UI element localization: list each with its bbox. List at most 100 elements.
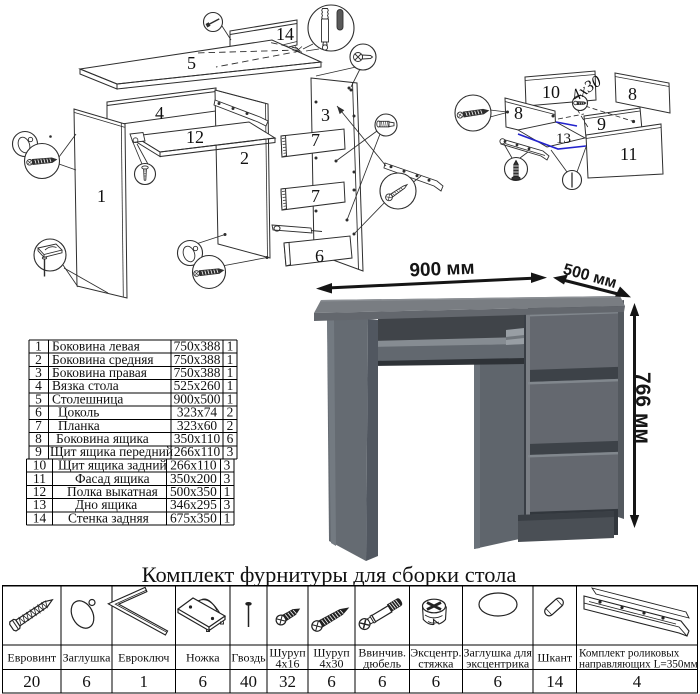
svg-text:12: 12	[186, 127, 204, 147]
svg-text:3: 3	[224, 458, 231, 473]
svg-text:12: 12	[33, 484, 46, 499]
svg-text:500х350: 500х350	[170, 484, 217, 499]
svg-text:3: 3	[224, 497, 231, 512]
svg-text:6: 6	[82, 672, 91, 691]
svg-text:Комплект роликовых: Комплект роликовых	[579, 648, 680, 660]
svg-text:350х200: 350х200	[170, 471, 217, 486]
svg-text:2: 2	[227, 418, 234, 433]
svg-text:2: 2	[227, 405, 234, 420]
svg-text:Полка выкатная: Полка выкатная	[67, 484, 158, 499]
svg-text:525х260: 525х260	[174, 378, 221, 393]
svg-text:Шкант: Шкант	[537, 651, 573, 665]
svg-text:1: 1	[224, 484, 231, 499]
svg-text:1: 1	[224, 510, 231, 525]
svg-text:Боковина средняя: Боковина средняя	[52, 352, 154, 367]
svg-text:6: 6	[378, 672, 387, 691]
svg-text:Гвоздь: Гвоздь	[231, 651, 266, 665]
svg-text:2: 2	[240, 148, 249, 168]
svg-text:32: 32	[279, 672, 296, 691]
svg-text:1: 1	[227, 352, 234, 367]
svg-text:20: 20	[23, 672, 40, 691]
svg-text:7: 7	[311, 130, 320, 150]
svg-text:4: 4	[35, 378, 42, 393]
svg-text:Шуруп: Шуруп	[269, 646, 306, 660]
svg-text:5: 5	[35, 391, 42, 406]
svg-text:4: 4	[633, 672, 642, 691]
svg-text:Щит ящика задний: Щит ящика задний	[58, 458, 167, 473]
svg-text:1: 1	[97, 186, 106, 206]
svg-text:6: 6	[432, 672, 441, 691]
svg-text:Столешница: Столешница	[52, 391, 123, 406]
svg-text:9: 9	[35, 444, 42, 459]
svg-text:10: 10	[33, 458, 47, 473]
svg-text:7: 7	[311, 186, 320, 206]
svg-text:1: 1	[140, 672, 149, 691]
svg-text:1: 1	[227, 391, 234, 406]
svg-text:8: 8	[514, 103, 523, 123]
svg-text:1: 1	[35, 339, 42, 354]
svg-text:4х30: 4х30	[320, 657, 344, 671]
svg-text:6: 6	[199, 672, 208, 691]
svg-text:3: 3	[321, 105, 330, 125]
svg-text:Вязка стола: Вязка стола	[52, 378, 119, 393]
svg-text:40: 40	[240, 672, 257, 691]
svg-text:323х60: 323х60	[177, 418, 217, 433]
svg-text:1: 1	[227, 339, 234, 354]
svg-text:6: 6	[227, 431, 234, 446]
svg-text:11: 11	[620, 144, 637, 164]
svg-text:13: 13	[556, 131, 571, 147]
svg-text:Заглушка для: Заглушка для	[463, 646, 532, 660]
svg-text:Боковина правая: Боковина правая	[52, 365, 147, 380]
svg-text:900 мм: 900 мм	[409, 258, 475, 282]
svg-text:6: 6	[493, 672, 502, 691]
svg-text:стяжка: стяжка	[418, 657, 454, 671]
svg-text:2: 2	[35, 352, 42, 367]
svg-text:3: 3	[35, 365, 42, 380]
svg-text:350х110: 350х110	[174, 431, 221, 446]
svg-text:766 мм: 766 мм	[631, 372, 654, 444]
svg-text:Заглушка: Заглушка	[63, 651, 112, 665]
svg-text:3: 3	[224, 471, 231, 486]
svg-text:8: 8	[35, 431, 42, 446]
svg-text:Боковина ящика: Боковина ящика	[56, 431, 149, 446]
svg-text:Эксцентр.: Эксцентр.	[410, 646, 461, 660]
svg-text:направляющих L=350мм: направляющих L=350мм	[579, 659, 698, 671]
svg-text:346х295: 346х295	[170, 497, 217, 512]
svg-text:266х110: 266х110	[174, 444, 221, 459]
svg-text:8: 8	[628, 84, 637, 104]
svg-text:14: 14	[546, 672, 564, 691]
svg-text:Фасад ящика: Фасад ящика	[75, 471, 150, 486]
svg-text:Ножка: Ножка	[186, 651, 220, 665]
svg-text:7: 7	[35, 418, 42, 433]
svg-text:дюбель: дюбель	[363, 657, 401, 671]
svg-text:4: 4	[155, 103, 164, 123]
svg-text:900х500: 900х500	[174, 391, 221, 406]
svg-text:14: 14	[276, 24, 294, 44]
svg-text:323х74: 323х74	[177, 405, 217, 420]
svg-text:6: 6	[327, 672, 336, 691]
svg-text:Шуруп: Шуруп	[313, 646, 350, 660]
svg-text:6: 6	[35, 405, 42, 420]
svg-text:10: 10	[542, 82, 560, 102]
svg-text:5: 5	[187, 53, 196, 73]
svg-text:6: 6	[315, 246, 324, 266]
svg-text:Евроключ: Евроключ	[118, 651, 169, 665]
svg-text:Планка: Планка	[58, 418, 100, 433]
svg-text:675х350: 675х350	[170, 510, 217, 525]
svg-text:750х388: 750х388	[174, 365, 221, 380]
svg-text:Стенка задняя: Стенка задняя	[68, 510, 149, 525]
svg-text:11: 11	[33, 471, 46, 486]
svg-text:4х16: 4х16	[276, 657, 300, 671]
svg-text:266х110: 266х110	[170, 458, 217, 473]
svg-text:14: 14	[33, 510, 47, 525]
svg-text:Боковина левая: Боковина левая	[52, 339, 140, 354]
svg-text:Цоколь: Цоколь	[58, 405, 99, 420]
svg-text:Дно ящика: Дно ящика	[75, 497, 137, 512]
svg-text:1: 1	[227, 378, 234, 393]
svg-text:эксцентрика: эксцентрика	[466, 657, 530, 671]
svg-text:13: 13	[33, 497, 47, 512]
svg-text:1: 1	[227, 365, 234, 380]
svg-text:750х388: 750х388	[174, 352, 221, 367]
svg-text:3: 3	[227, 444, 234, 459]
svg-text:9: 9	[597, 114, 606, 134]
